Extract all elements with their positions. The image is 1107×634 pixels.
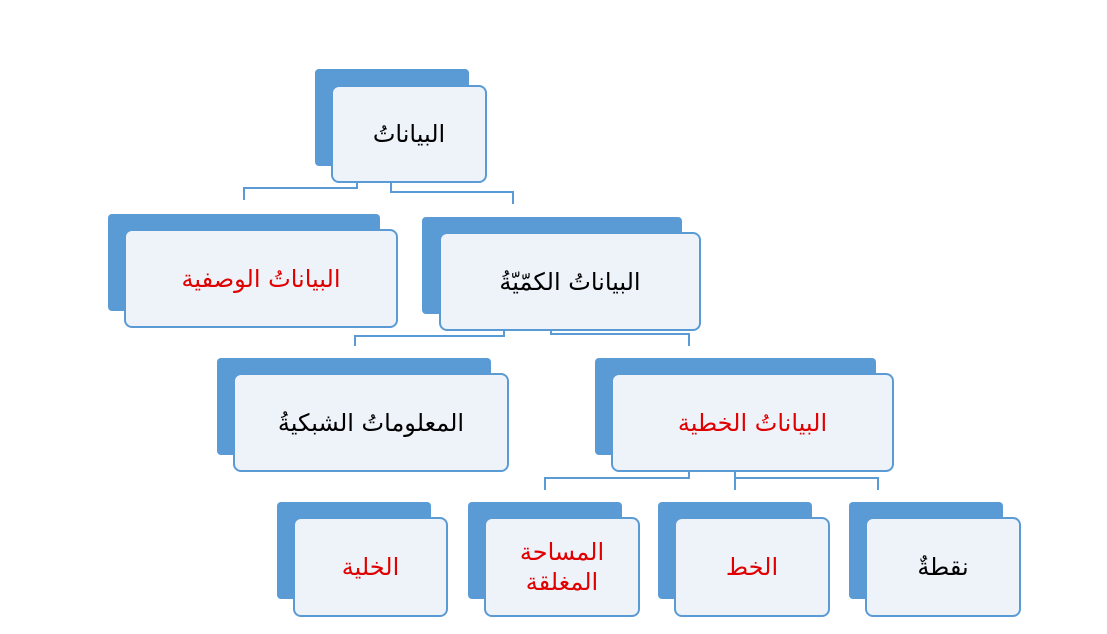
- node-box: البياناتُ: [331, 85, 487, 183]
- node-box: نقطةٌ: [865, 517, 1021, 617]
- enclosed-area-label: المساحة المغلقة: [519, 538, 605, 596]
- node-box: المعلوماتُ الشبكيةُ: [233, 373, 509, 472]
- node-box: البياناتُ الخطية: [611, 373, 894, 472]
- node-box: الخلية: [293, 517, 448, 617]
- cell-label: الخلية: [341, 553, 400, 581]
- linear-data-label: البياناتُ الخطية: [677, 408, 828, 437]
- node-box: البياناتُ الوصفية: [124, 229, 398, 328]
- line-label: الخط: [725, 553, 779, 581]
- raster-data-label: المعلوماتُ الشبكيةُ: [277, 408, 465, 437]
- quantitative-data-label: البياناتُ الكمّيّةُ: [499, 267, 641, 296]
- node-box: المساحة المغلقة: [484, 517, 640, 617]
- node-box: البياناتُ الكمّيّةُ: [439, 232, 701, 331]
- root-label: البياناتُ: [372, 120, 446, 148]
- descriptive-data-label: البياناتُ الوصفية: [181, 264, 341, 293]
- node-box: الخط: [674, 517, 830, 617]
- point-label: نقطةٌ: [917, 553, 969, 581]
